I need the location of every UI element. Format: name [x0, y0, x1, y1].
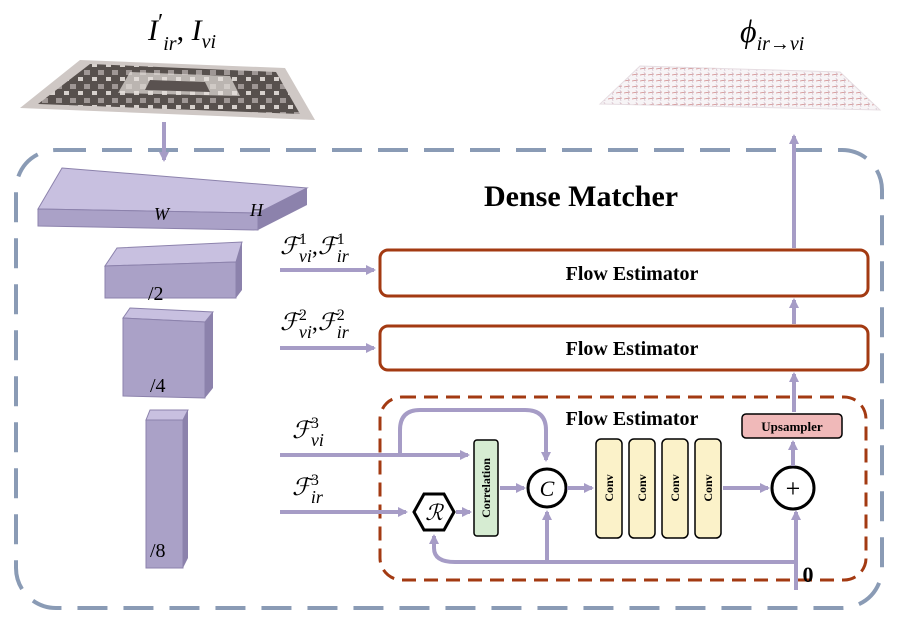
conv-label-3: Conv: [668, 474, 682, 501]
input-image: [20, 60, 315, 120]
arrow-zero-to-resample: [429, 534, 796, 564]
zero-label: 0: [803, 562, 814, 587]
conv-block-3: [661, 438, 689, 539]
pyramid-level-2-label: /2: [148, 283, 164, 305]
resample-block: [412, 492, 456, 532]
add-label: +: [786, 474, 801, 503]
pyramid-level-2: /2: [104, 241, 243, 305]
dense-matcher-boundary: [14, 148, 884, 610]
pyramid-level-4-label: /4: [150, 375, 166, 397]
upsampler-label: Upsampler: [761, 419, 823, 434]
flow-estimator-1-label: Flow Estimator: [566, 263, 699, 285]
add-node: [770, 465, 816, 511]
conv-block-1: [595, 438, 623, 539]
flow-estimator-2-label: Flow Estimator: [566, 338, 699, 360]
input-label: I′ir, Ivi: [147, 10, 216, 55]
flow-estimator-3: [378, 395, 868, 582]
conv-block-2: [628, 438, 656, 539]
flow-estimator-2: [378, 324, 870, 372]
pyramid-level-1: W H: [37, 167, 309, 231]
pyramid-level-3: /4: [122, 307, 215, 399]
pyramid-w-label: W: [154, 204, 171, 224]
pyramid-level-4: /8: [145, 409, 189, 569]
correlation-label: Correlation: [479, 458, 493, 518]
upsampler-block: [741, 413, 843, 439]
output-flow-field: [598, 65, 882, 111]
correlation-block: [473, 439, 499, 537]
feature-pyramid: W H /2 /4 /8: [37, 167, 309, 569]
dense-matcher-title: Dense Matcher: [484, 180, 678, 213]
conv-block-4: [694, 438, 722, 539]
concat-node: [526, 467, 568, 509]
concat-label: C: [540, 476, 555, 501]
pyramid-h-label: H: [249, 200, 264, 220]
arrow-fvi-to-concat: [398, 408, 551, 462]
flow-estimator-1: [378, 248, 870, 298]
conv-label-4: Conv: [701, 474, 715, 501]
output-label: ϕir→vi: [740, 13, 804, 55]
pyramid-level-8-label: /8: [150, 540, 166, 562]
conv-label-2: Conv: [635, 474, 649, 501]
resample-label: ℛ: [425, 500, 444, 525]
flow-estimator-3-label: Flow Estimator: [566, 408, 699, 430]
conv-label-1: Conv: [602, 474, 616, 501]
